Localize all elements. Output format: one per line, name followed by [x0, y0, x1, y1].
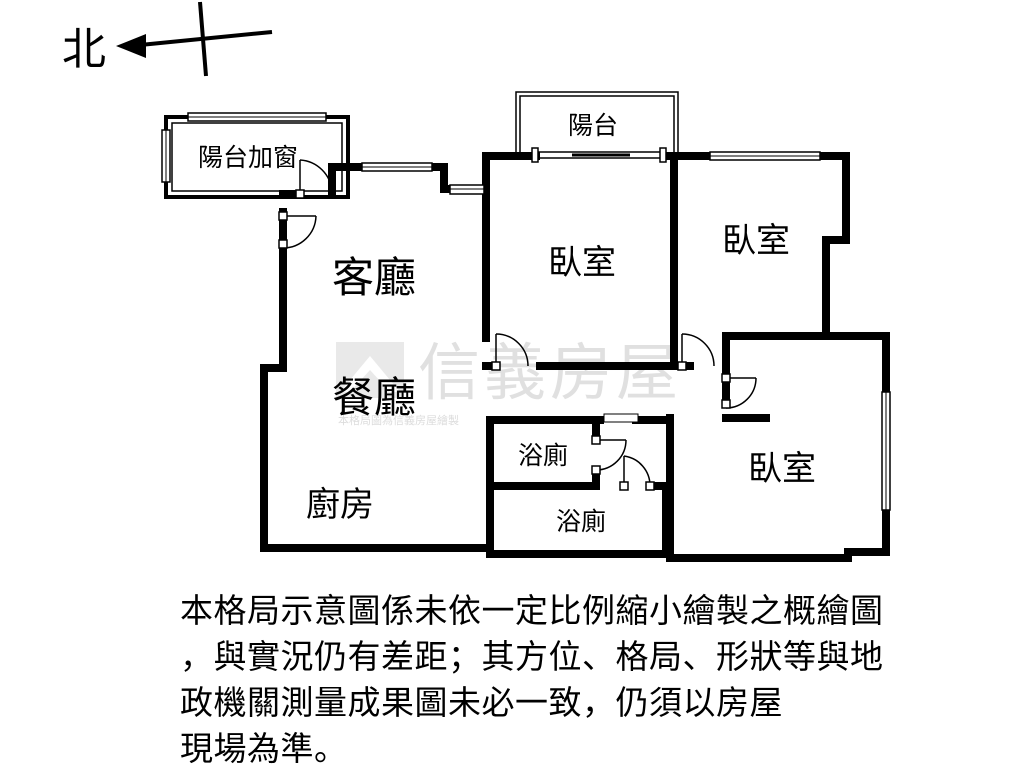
- label-dining-room: 餐廳: [332, 373, 416, 422]
- balcony-frame: [515, 91, 679, 152]
- watermark-logo-icon: [336, 342, 404, 398]
- door-bedroom1: [491, 333, 529, 371]
- door-bathroom1: [591, 435, 627, 475]
- north-label: 北: [62, 24, 106, 75]
- watermark-subtitle: 本格局圖為信義房屋繪製: [338, 413, 459, 427]
- compass: 北: [62, 1, 273, 77]
- compass-cross: [198, 1, 208, 77]
- disclaimer: 本格局示意圖係未依一定比例縮小繪製之概繪圖 ，與實況仍有差距；其方位、格局、形狀…: [180, 588, 980, 772]
- windows: [161, 112, 891, 511]
- door-bedroom2: [677, 333, 715, 371]
- disclaimer-line: 現場為準。: [180, 729, 348, 768]
- label-bedroom-3: 臥室: [748, 449, 816, 489]
- disclaimer-line: ，與實況仍有差距；其方位、格局、形狀等與地: [180, 637, 884, 676]
- door-bedroom3: [721, 373, 757, 409]
- label-bedroom-2: 臥室: [722, 221, 790, 261]
- doors: [278, 159, 757, 491]
- door-enclosed-balcony: [295, 159, 333, 199]
- enclosed-balcony-frame-inner: [171, 122, 343, 192]
- label-bedroom-1: 臥室: [548, 243, 616, 283]
- watermark-brand: 信義房屋: [418, 336, 682, 409]
- disclaimer-line: 政機關測量成果圖未必一致，仍須以房屋: [180, 683, 783, 722]
- compass-arrow-head: [116, 34, 146, 58]
- disclaimer-line: 本格局示意圖係未依一定比例縮小繪製之概繪圖: [180, 591, 884, 630]
- living-west-wall-lower: [260, 246, 494, 552]
- label-bathroom-2: 浴廁: [556, 507, 606, 536]
- room-labels: 陽台加窗 陽台 客廳 餐廳 廚房 臥室 臥室 臥室 浴廁 浴廁: [198, 111, 816, 536]
- label-enclosed-balcony: 陽台加窗: [198, 143, 298, 172]
- label-bathroom-1: 浴廁: [518, 441, 568, 470]
- label-living-room: 客廳: [332, 253, 416, 302]
- bathroom-outline: [486, 416, 674, 558]
- bedroom1-walls: [482, 152, 540, 342]
- bedroom1-east-wall: [536, 152, 678, 370]
- label-kitchen: 廚房: [306, 485, 374, 525]
- sliding-door-balcony: [531, 147, 667, 163]
- door-bathroom2: [619, 455, 655, 491]
- window-corridor: [603, 413, 639, 423]
- door-living-west: [278, 211, 317, 249]
- bedroom3-walls: [666, 332, 890, 562]
- label-balcony: 陽台: [568, 111, 618, 140]
- walls: [164, 115, 890, 562]
- watermark: 信義房屋 本格局圖為信義房屋繪製: [336, 336, 682, 427]
